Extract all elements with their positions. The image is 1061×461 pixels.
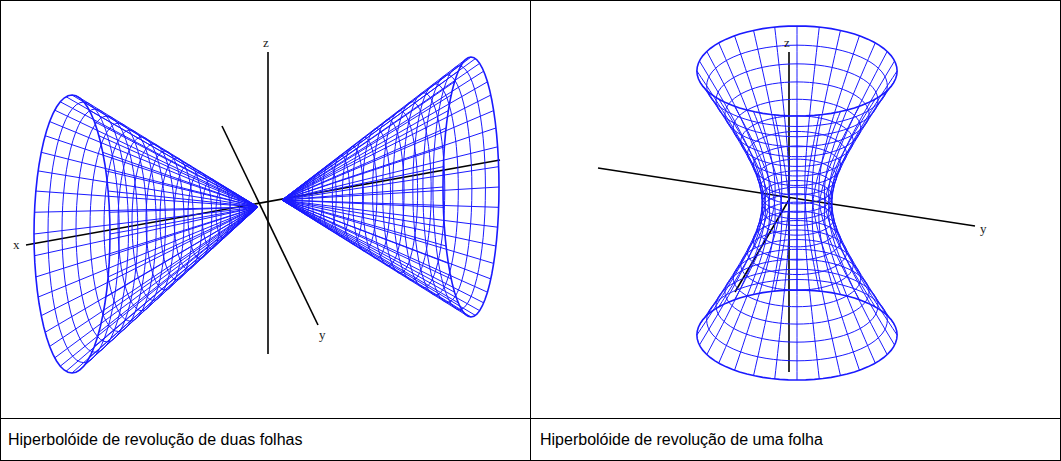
mesh-line [754, 30, 782, 294]
mesh-ring [104, 130, 156, 321]
one-sheet-hyperboloid [697, 26, 897, 380]
mesh-line [832, 71, 897, 335]
mesh-ring [403, 93, 445, 288]
mesh-ring [423, 75, 472, 303]
coordinate-axes [26, 52, 500, 354]
mesh-ring [443, 57, 499, 317]
mesh-line [829, 51, 888, 315]
two-sheet-hyperboloid [34, 57, 499, 373]
mesh-line [707, 91, 766, 355]
table-cell: Hiperbolóide de revolução de duas folhas [8, 430, 302, 449]
mesh-line [699, 61, 762, 325]
mesh-ring [34, 95, 110, 373]
mesh-line [707, 51, 766, 315]
mesh-ring [413, 84, 459, 295]
mesh-ring [244, 200, 249, 217]
mesh-ring [312, 173, 323, 222]
mesh-ring [90, 123, 147, 332]
mesh-line [831, 61, 894, 325]
mesh-line [829, 91, 888, 355]
mesh-line [697, 71, 762, 335]
mesh-line [805, 27, 819, 291]
axis-label: z [263, 36, 269, 49]
mesh-line [775, 115, 789, 379]
table-cell: Hiperbolóide de revolução de uma folha [540, 430, 823, 449]
axis-label: y [319, 328, 326, 341]
mesh-ring [48, 102, 119, 363]
mesh-line [824, 43, 875, 307]
mesh-line [805, 115, 819, 379]
mesh-line [719, 43, 770, 307]
mesh-line [812, 112, 840, 376]
mesh-line [735, 36, 776, 300]
mesh-ring [216, 186, 230, 238]
mesh-line [831, 81, 894, 345]
mesh-ring [373, 120, 405, 266]
mesh-line [775, 27, 789, 291]
mesh-line [797, 26, 798, 290]
mesh-ring [433, 66, 486, 310]
mesh-ring [132, 144, 175, 300]
mesh-ring [352, 137, 377, 251]
mesh-ring [302, 182, 309, 215]
mesh-ring [393, 102, 432, 281]
coordinate-axes [598, 52, 975, 372]
mesh-ring [292, 191, 296, 207]
axis-label: z [784, 36, 790, 49]
mesh-ring [230, 193, 240, 228]
axis-label: y [980, 222, 987, 235]
axis-label: x [13, 238, 20, 251]
mesh-ring [332, 155, 350, 236]
mesh-ring [62, 109, 129, 352]
mesh-line [819, 36, 860, 300]
mesh-ring [174, 165, 203, 269]
mesh-line [699, 81, 762, 345]
